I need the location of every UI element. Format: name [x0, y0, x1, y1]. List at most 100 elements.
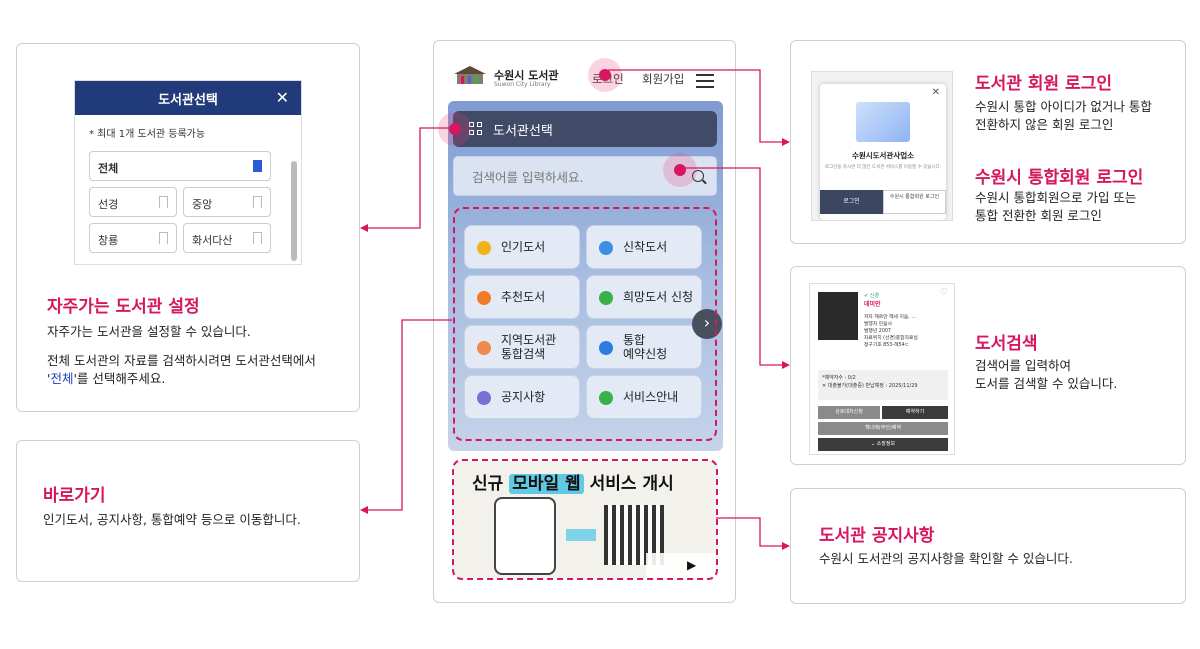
signup-link[interactable]: 회원가입	[642, 72, 685, 86]
quick-button-new-books[interactable]: 신착도서	[586, 225, 702, 269]
library-chip-label: 선경	[98, 198, 119, 211]
book-search-desc: 검색어를 입력하여 도서를 검색할 수 있습니다.	[975, 357, 1117, 393]
meta-line: 자료위치 (선경)종합자료실	[864, 336, 918, 341]
notice-desc: 수원시 도서관의 공지사항을 확인할 수 있습니다.	[819, 551, 1073, 566]
desc-line: 검색어를 입력하여	[975, 358, 1071, 373]
library-login-desc: 수원시 통합 아이디가 없거나 통합 전환하지 않은 회원 로그인	[975, 98, 1152, 134]
unified-login-desc: 수원시 통합회원으로 가입 또는 통합 전환한 회원 로그인	[975, 189, 1136, 225]
meta-line: 청구기호 853-헤54ㄷ	[864, 343, 909, 348]
library-chip-label: 중앙	[192, 198, 213, 211]
modal-scrollbar[interactable]	[291, 161, 297, 261]
quick-button-label: 서비스안내	[623, 390, 679, 404]
loan-status: ✕ 대출불가(대출중) 반납예정 : 2025/11/29	[822, 383, 918, 389]
library-select-button[interactable]: 도서관선택	[453, 111, 717, 147]
quick-button-wish-book-request[interactable]: 희망도서 신청	[586, 275, 702, 319]
library-chip-jungang[interactable]: 중앙	[183, 187, 271, 217]
service-guide-icon	[599, 391, 613, 405]
bookmark-icon[interactable]	[159, 232, 168, 244]
interlibrary-loan-button[interactable]: 상호대차신청	[818, 406, 880, 419]
new-books-icon	[599, 241, 613, 255]
wish-book-request-icon	[599, 291, 613, 305]
library-select-modal-title: 도서관선택	[158, 92, 218, 108]
arrowhead-icon	[360, 224, 368, 232]
meta-line: 저자 헤르만 헤세 지음, ...	[864, 315, 916, 320]
library-setting-desc: 자주가는 도서관을 설정할 수 있습니다.	[47, 324, 251, 339]
notices-icon	[477, 391, 491, 405]
search-icon[interactable]	[692, 170, 704, 182]
regional-search-icon	[477, 341, 491, 355]
bookmark-icon[interactable]	[253, 232, 262, 244]
quick-button-label: 인기도서	[501, 240, 546, 254]
close-icon[interactable]: ✕	[931, 87, 940, 98]
library-logo-icon	[454, 66, 486, 84]
meta-line: 발행년 2007	[864, 329, 891, 334]
notice-panel: 도서관 공지사항 수원시 도서관의 공지사항을 확인할 수 있습니다.	[790, 488, 1186, 604]
connector-shortcut	[366, 319, 452, 511]
shortcut-desc: 인기도서, 공지사항, 통합예약 등으로 이동합니다.	[43, 512, 301, 527]
library-limit-note: * 최대 1개 도서관 등록가능	[89, 129, 206, 140]
quick-button-regional-search[interactable]: 지역도서관 통합검색	[464, 325, 580, 369]
library-chip-changryong[interactable]: 창룡	[89, 223, 177, 253]
menu-icon[interactable]	[696, 74, 714, 88]
library-select-hotspot	[438, 112, 472, 146]
recommended-books-icon	[477, 291, 491, 305]
quick-button-label: 추천도서	[501, 290, 546, 304]
login-hotspot	[588, 58, 622, 92]
quick-button-notices[interactable]: 공지사항	[464, 375, 580, 419]
heart-icon[interactable]: ♡	[939, 288, 948, 298]
banner-highlight	[452, 459, 718, 580]
quick-button-label: 신착도서	[623, 240, 668, 254]
book-title[interactable]: 데미안	[864, 301, 881, 308]
bookmark-icon[interactable]	[253, 196, 262, 208]
library-chip-label: 전체	[98, 162, 119, 175]
library-chip-all[interactable]: 전체	[89, 151, 271, 181]
notice-heading: 도서관 공지사항	[819, 526, 935, 546]
library-setting-desc-2: 전체 도서관의 자료를 검색하시려면 도서관선택에서 '전체'를 선택해주세요.	[47, 352, 316, 388]
mobile-web-banner[interactable]: 신규 모바일 웹 서비스 개시 ▶ ›	[454, 461, 716, 578]
quick-button-service-guide[interactable]: 서비스안내	[586, 375, 702, 419]
unified-login-button[interactable]: 수원시 통합회원 로그인	[883, 190, 946, 214]
search-hotspot	[663, 153, 697, 187]
book-detail-screenshot: ♡ ✔ 신경 데미안 저자 헤르만 헤세 지음, ... 발행처 민음사 발행년…	[809, 283, 955, 455]
connector-library-select	[366, 127, 456, 229]
library-setting-panel: 도서관선택 ✕ * 최대 1개 도서관 등록가능 전체 선경 중앙 창룡 화서다…	[16, 43, 360, 412]
arrowhead-icon	[360, 506, 368, 514]
logo-title: 수원시 도서관	[494, 69, 559, 82]
bookmark-icon[interactable]	[253, 160, 262, 172]
desc-line: 도서를 검색할 수 있습니다.	[975, 376, 1118, 391]
popular-books-icon	[477, 241, 491, 255]
login-modal: ✕ 수원시도서관사업소 로그인을 하시면 더 많은 도서관 서비스를 이용할 수…	[820, 84, 946, 220]
book-search-heading: 도서검색	[975, 334, 1038, 354]
library-chip-seongyeong[interactable]: 선경	[89, 187, 177, 217]
holdings-info-button[interactable]: ⌄ 소장정보	[818, 438, 948, 451]
quick-button-recommended-books[interactable]: 추천도서	[464, 275, 580, 319]
banner-title-part: 서비스 개시	[589, 474, 674, 494]
quick-button-label: 희망도서 신청	[623, 290, 694, 304]
library-login-button[interactable]: 로그인	[820, 190, 883, 214]
banner-title-part: 신규	[472, 474, 504, 494]
quick-button-unified-reservation[interactable]: 통합 예약신청	[586, 325, 702, 369]
banner-title: 신규 모바일 웹 서비스 개시	[472, 469, 674, 494]
reserve-button[interactable]: 예약하기	[882, 406, 948, 419]
chevron-right-icon[interactable]: ›	[692, 309, 722, 339]
unified-reservation-icon	[599, 341, 613, 355]
library-login-heading: 도서관 회원 로그인	[975, 74, 1112, 94]
quote-mark: '	[47, 371, 51, 386]
search-input[interactable]: 검색어를 입력하세요.	[453, 156, 717, 196]
bookmark-icon[interactable]	[159, 196, 168, 208]
login-modal-title: 수원시도서관사업소	[851, 151, 915, 160]
play-icon[interactable]: ▶	[687, 558, 697, 572]
quick-button-popular-books[interactable]: 인기도서	[464, 225, 580, 269]
login-panel: ✕ 수원시도서관사업소 로그인을 하시면 더 많은 도서관 서비스를 이용할 수…	[790, 40, 1186, 244]
desc-line: 통합 전환한 회원 로그인	[975, 208, 1102, 223]
highlight-all: 전체	[50, 371, 74, 386]
arrowhead-icon	[782, 542, 790, 550]
close-icon[interactable]: ✕	[275, 88, 289, 107]
library-illustration-icon	[856, 102, 910, 142]
reservation-count: *예약자수 : 0/2	[822, 375, 856, 381]
unmanned-reserve-button[interactable]: 책나래(무인)예약	[818, 422, 948, 435]
library-chip-hwaseodasan[interactable]: 화서다산	[183, 223, 271, 253]
connector-notice	[716, 517, 784, 547]
connector-login	[608, 69, 784, 143]
